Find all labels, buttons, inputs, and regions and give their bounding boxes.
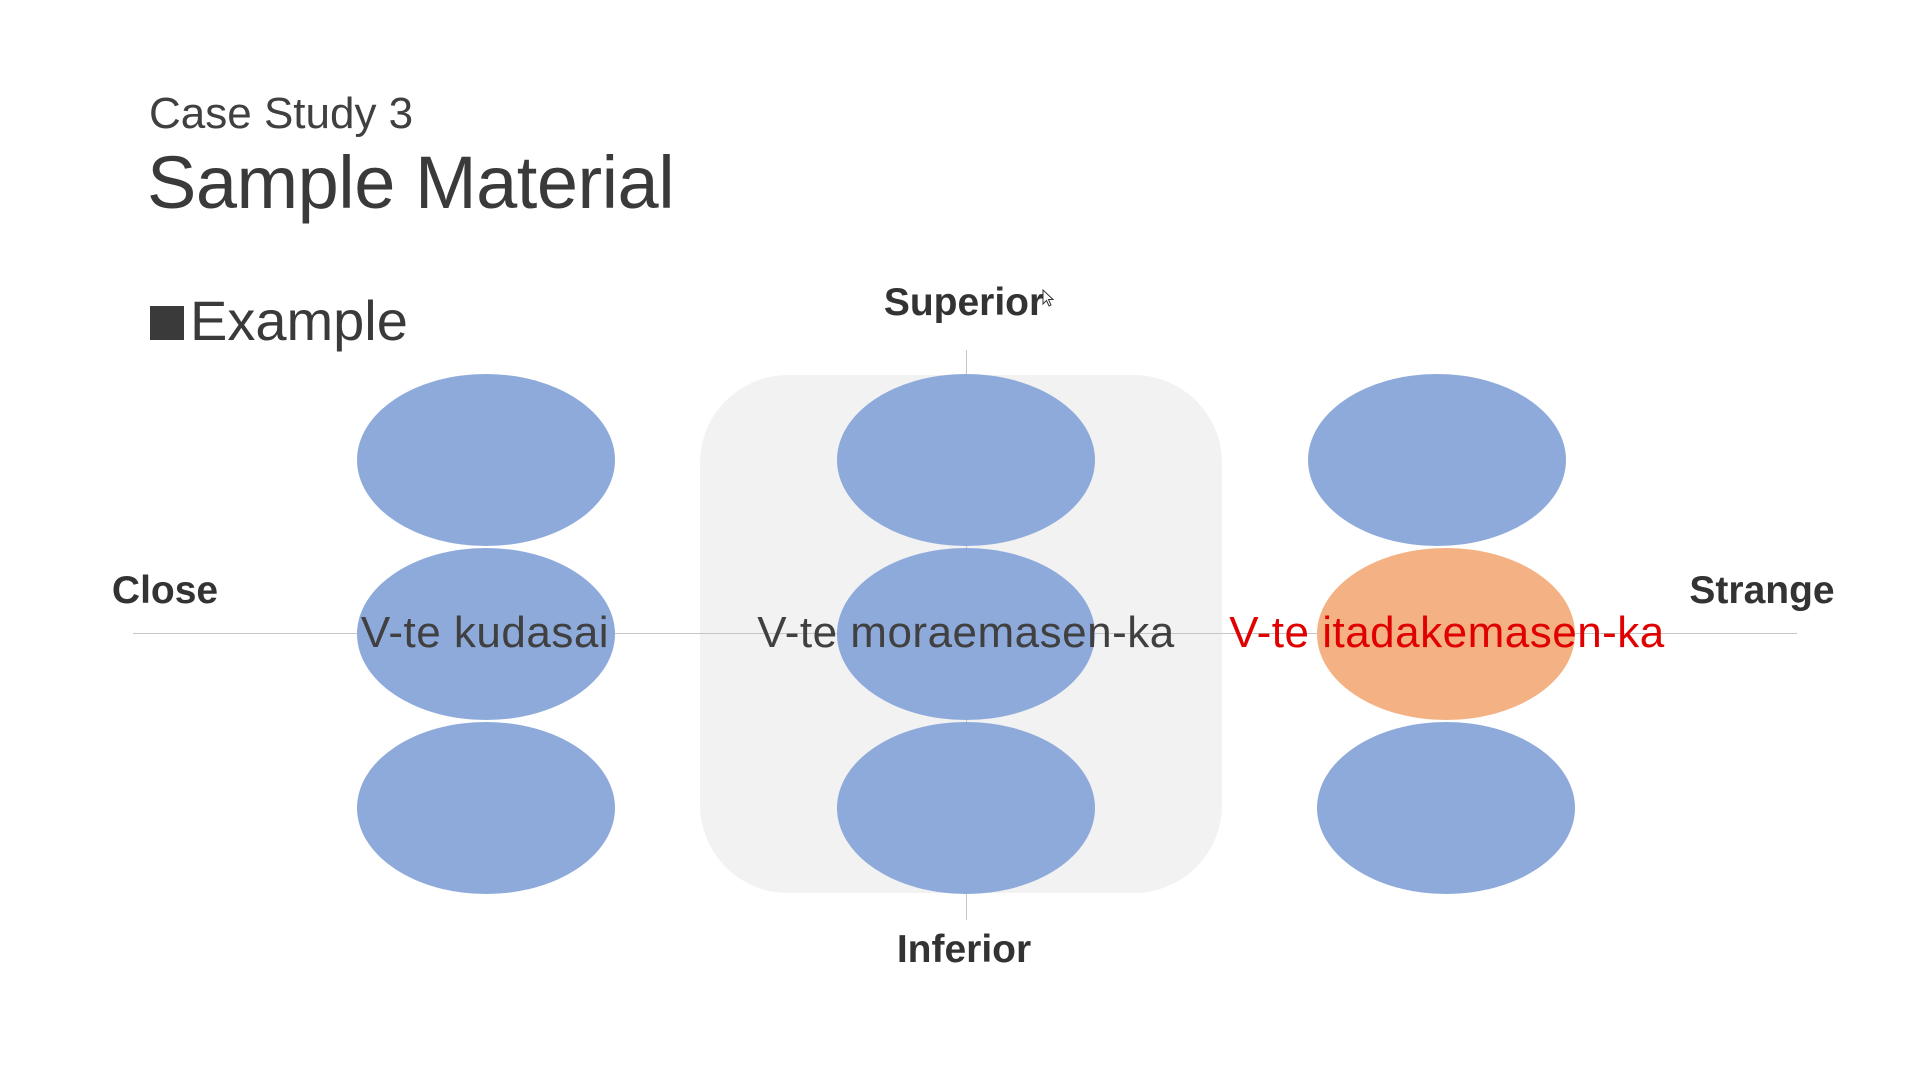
axis-label-bottom: Inferior (896, 928, 1032, 971)
ellipse-col3-bottom (1317, 722, 1575, 894)
axis-label-left: Close (111, 569, 219, 612)
axis-label-right: Strange (1689, 569, 1835, 612)
ellipse-col1-middle (357, 548, 615, 720)
bullet-label: Example (190, 289, 408, 352)
ellipse-col2-bottom (837, 722, 1095, 894)
square-bullet-icon (150, 306, 184, 340)
slide-title: Sample Material (147, 141, 675, 224)
ellipse-col2-top (837, 374, 1095, 546)
mouse-cursor-icon (1042, 289, 1054, 307)
ellipse-col1-top (357, 374, 615, 546)
phrase-kudasai: V-te kudasai (360, 608, 610, 657)
bullet-item: Example (150, 293, 408, 349)
ellipse-col3-top (1308, 374, 1566, 546)
ellipse-col2-middle (837, 548, 1095, 720)
axis-label-top: Superior (883, 281, 1045, 324)
phrase-itadakemasen-ka: V-te itadakemasen-ka (1229, 608, 1665, 657)
slide-subtitle: Case Study 3 (149, 89, 414, 138)
phrase-moraemasen-ka: V-te moraemasen-ka (757, 608, 1175, 657)
ellipse-col3-middle-highlighted (1317, 548, 1575, 720)
ellipse-col1-bottom (357, 722, 615, 894)
